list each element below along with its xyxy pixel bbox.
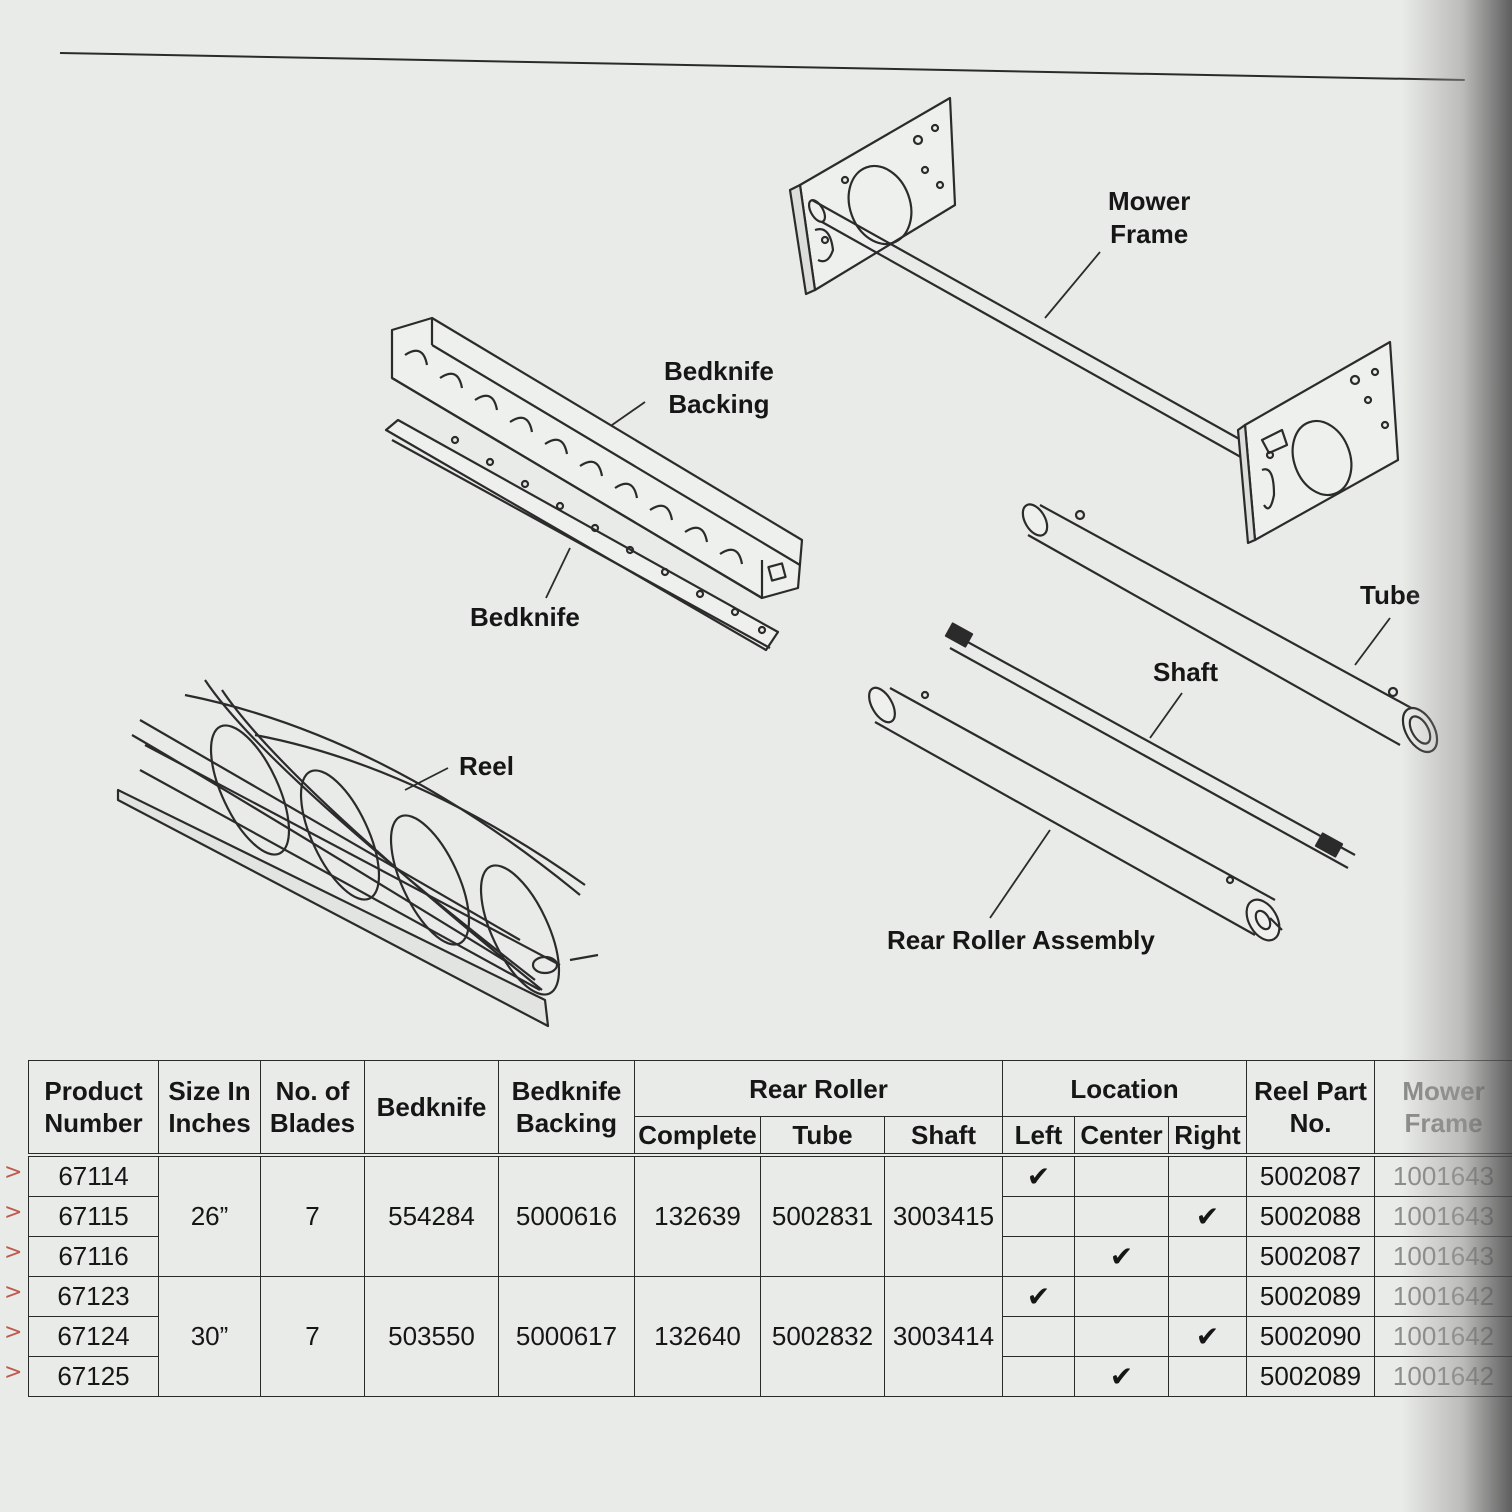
header-size: Size In Inches [158,1060,261,1157]
product-number-cell: 67116 [28,1235,159,1277]
mower-frame-cell: 1001642 [1374,1275,1512,1317]
rear-roller-complete-cell: 132640 [634,1275,761,1397]
table-row: 67116 ✔ 5002087 1001643 [28,1235,1512,1277]
reel-part-cell: 5002087 [1246,1154,1376,1197]
blades-cell: 7 [260,1275,365,1397]
header-location: Location [1001,1060,1248,1117]
row-marker: > [4,1360,23,1385]
mower-frame-drawing [788,96,1400,545]
row-marker: > [4,1280,23,1305]
table-row: 67123 30” 7 503550 5000617 132640 500283… [28,1275,1512,1397]
location-left-cell [1002,1355,1075,1397]
reel-part-cell: 5002089 [1246,1355,1376,1397]
product-number-cell: 67124 [28,1315,159,1357]
rear-roller-assembly-label: Rear Roller Assembly [887,925,1155,955]
location-right-cell [1167,1235,1248,1277]
bedknife-backing-cell: 5000617 [498,1275,635,1397]
shaft-drawing [944,622,1356,869]
row-marker: > [4,1200,23,1225]
product-number-cell: 67125 [28,1355,159,1397]
header-bedknife-backing: Bedknife Backing [498,1060,635,1157]
bedknife-label: Bedknife [470,602,580,632]
location-center-cell: ✔ [1074,1355,1169,1397]
rear-roller-tube-cell: 5002831 [760,1154,885,1277]
mower-frame-cell: 1001643 [1374,1154,1512,1197]
bedknife-cell: 503550 [364,1275,499,1397]
bedknife-drawing [384,418,780,652]
location-center-cell [1074,1315,1169,1357]
product-number-cell: 67115 [28,1195,159,1237]
header-mower-frame: Mower Frame [1374,1060,1512,1157]
location-right-cell: ✔ [1167,1195,1248,1237]
reel-part-cell: 5002088 [1246,1195,1376,1237]
blades-cell: 7 [260,1154,365,1277]
rear-roller-drawing [868,686,1283,942]
header-left: Left [1002,1116,1075,1157]
location-left-cell: ✔ [1002,1275,1075,1317]
row-marker: > [4,1240,23,1265]
bedknife-cell: 554284 [364,1154,499,1277]
rear-roller-complete-cell: 132639 [634,1154,761,1277]
mower-frame-cell: 1001643 [1374,1195,1512,1237]
parts-diagram [116,96,1439,1028]
product-number-cell: 67114 [28,1154,159,1197]
location-left-cell [1002,1195,1075,1237]
header-reel-part-no: Reel Part No. [1246,1060,1376,1157]
mower-frame-cell: 1001643 [1374,1235,1512,1277]
location-center-cell [1074,1195,1169,1237]
reel-drawing [116,679,599,1028]
size-cell: 30” [158,1275,261,1397]
bedknife-backing-label: Bedknife Backing [664,356,774,419]
location-right-cell [1167,1355,1248,1397]
location-left-cell: ✔ [1002,1154,1075,1197]
rear-roller-shaft-cell: 3003414 [884,1275,1003,1397]
location-center-cell: ✔ [1074,1235,1169,1277]
product-number-cell: 67123 [28,1275,159,1317]
mower-frame-label: Mower Frame [1108,186,1191,249]
tube-label: Tube [1360,580,1421,610]
location-right-cell [1167,1154,1248,1197]
parts-table: Product Number Size In Inches No. of Bla… [28,1060,1512,1397]
rear-roller-shaft-cell: 3003415 [884,1154,1003,1277]
header-tube: Tube [760,1116,885,1157]
reel-part-cell: 5002087 [1246,1235,1376,1277]
leader-lines [404,251,1391,919]
location-left-cell [1002,1235,1075,1277]
location-center-cell [1074,1275,1169,1317]
reel-part-cell: 5002089 [1246,1275,1376,1317]
table-row: 67114 26” 7 554284 5000616 132639 500283… [28,1154,1512,1277]
location-center-cell [1074,1154,1169,1197]
size-cell: 26” [158,1154,261,1277]
header-right: Right [1167,1116,1248,1157]
header-product-number: Product Number [28,1060,159,1157]
header-complete: Complete [634,1116,761,1157]
location-left-cell [1002,1315,1075,1357]
bedknife-backing-drawing [390,316,804,600]
row-marker: > [4,1320,23,1345]
header-blades: No. of Blades [260,1060,365,1157]
row-marker: > [4,1160,23,1185]
reel-part-cell: 5002090 [1246,1315,1376,1357]
header-bedknife: Bedknife [364,1060,499,1157]
shaft-label: Shaft [1153,657,1218,687]
reel-label: Reel [459,751,514,781]
location-right-cell: ✔ [1167,1315,1248,1357]
header-rear-roller: Rear Roller [634,1060,1003,1117]
bedknife-backing-cell: 5000616 [498,1154,635,1277]
mower-frame-cell: 1001642 [1374,1315,1512,1357]
mower-frame-cell: 1001642 [1374,1355,1512,1397]
location-right-cell [1167,1275,1248,1317]
header-shaft: Shaft [884,1116,1003,1157]
tube-drawing [1021,503,1439,754]
header-center: Center [1074,1116,1169,1157]
table-row: 67115 ✔ 5002088 1001643 [28,1195,1512,1237]
rear-roller-tube-cell: 5002832 [760,1275,885,1397]
